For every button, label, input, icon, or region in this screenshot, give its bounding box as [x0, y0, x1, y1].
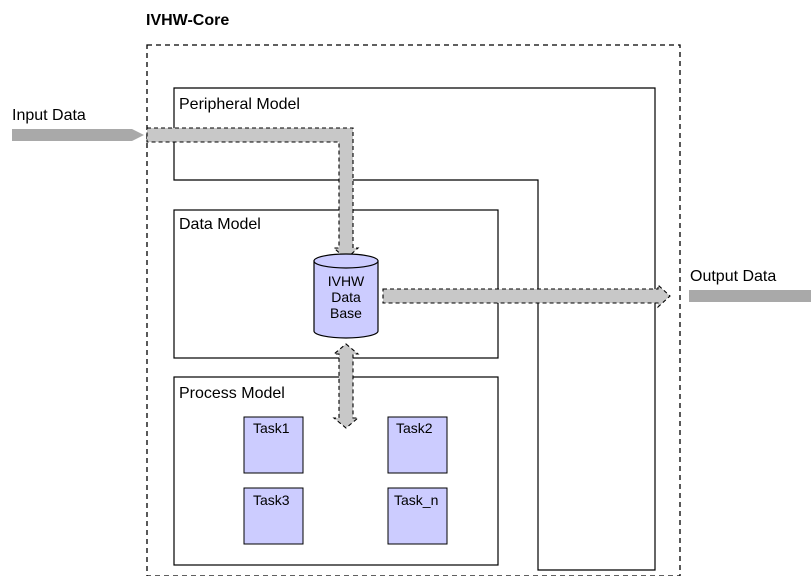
task-label: Task1 — [253, 420, 290, 436]
task-label: Task3 — [253, 492, 290, 508]
output-data-label: Output Data — [690, 268, 776, 285]
task-label: Task_n — [394, 492, 438, 508]
peripheral-model-label: Peripheral Model — [179, 96, 300, 113]
task-box-3: Task3 — [243, 487, 304, 545]
database-label-line1: IVHW — [328, 273, 365, 289]
database-label-line2: Data — [331, 289, 361, 305]
database-cylinder — [313, 253, 379, 339]
task-box-1: Task1 — [243, 416, 304, 474]
process-model-label: Process Model — [179, 385, 285, 402]
output-flow-arrow — [382, 283, 671, 309]
database-label-line3: Base — [330, 305, 362, 321]
peripheral-model-box — [173, 87, 656, 571]
process-model-box — [173, 376, 499, 566]
input-arrow — [12, 129, 144, 141]
output-arrow — [689, 290, 811, 302]
core-label: IVHW-Core — [146, 12, 229, 29]
input-data-label: Input Data — [12, 107, 86, 124]
task-box-2: Task2 — [387, 416, 448, 474]
task-box-n: Task_n — [387, 487, 448, 545]
data-model-label: Data Model — [179, 216, 261, 233]
input-flow-arrow — [146, 127, 360, 260]
task-label: Task2 — [396, 420, 433, 436]
process-flow-arrow — [332, 343, 360, 429]
